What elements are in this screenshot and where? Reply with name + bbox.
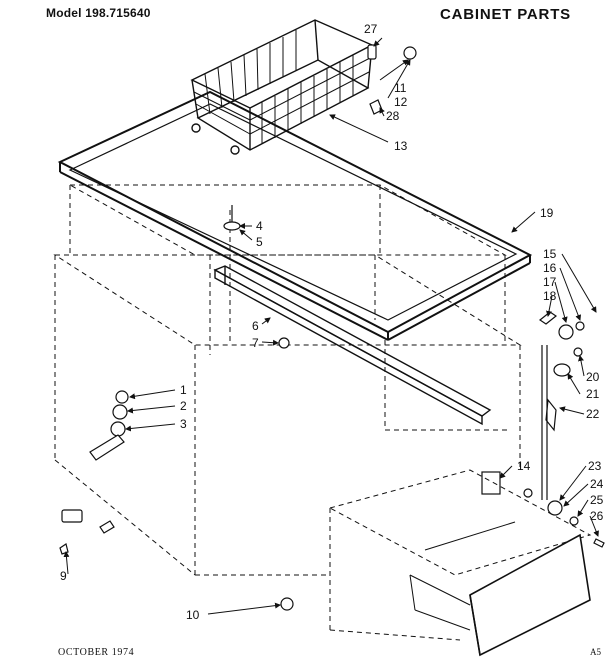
callout-22: 22 (586, 407, 600, 421)
callout-13: 13 (394, 139, 408, 153)
callout-18: 18 (543, 289, 557, 303)
callout-15: 15 (543, 247, 557, 261)
callout-20: 20 (586, 370, 600, 384)
callout-14: 14 (517, 459, 531, 473)
cabinet-body (53, 184, 522, 576)
grille (409, 521, 591, 657)
callout-24: 24 (590, 477, 604, 491)
hardware-parts (59, 44, 605, 611)
callout-21: 21 (586, 387, 600, 401)
callout-25: 25 (590, 493, 604, 507)
callout-3: 3 (180, 417, 187, 431)
callout-28: 28 (386, 109, 400, 123)
callout-numbers: 1 2 3 4 5 6 7 9 10 11 12 13 14 15 16 17 … (60, 22, 604, 622)
callout-1: 1 (180, 383, 187, 397)
callout-leaders (63, 37, 599, 615)
callout-7: 7 (252, 336, 259, 350)
compressor-compartment (328, 469, 592, 641)
divider-rail (213, 265, 492, 426)
callout-5: 5 (256, 235, 263, 249)
callout-16: 16 (543, 261, 557, 275)
callout-2: 2 (180, 399, 187, 413)
basket (190, 19, 374, 155)
callout-23: 23 (588, 459, 602, 473)
callout-27: 27 (364, 22, 378, 36)
page-title: CABINET PARTS (440, 6, 571, 23)
page-code: A5 (590, 647, 601, 657)
control-box (481, 345, 548, 500)
callout-12: 12 (394, 95, 408, 109)
callout-6: 6 (252, 319, 259, 333)
model-label: Model 198.715640 (46, 6, 151, 20)
callout-11: 11 (394, 81, 407, 95)
callout-19: 19 (540, 206, 554, 220)
callout-10: 10 (186, 608, 200, 622)
breaker-strip-frame (57, 90, 533, 341)
callout-4: 4 (256, 219, 263, 233)
callout-26: 26 (590, 509, 604, 523)
callout-17: 17 (543, 275, 557, 289)
date-label: OCTOBER 1974 (58, 647, 135, 658)
callout-9: 9 (60, 569, 67, 583)
